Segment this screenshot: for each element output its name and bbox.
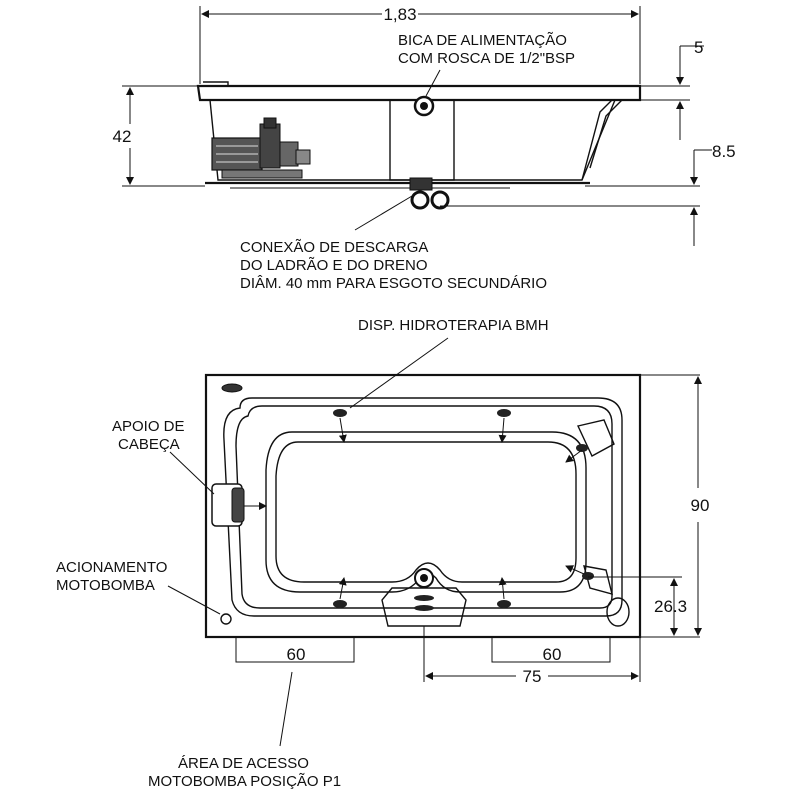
headrest (211, 483, 267, 527)
width-dim-text: 1,83 (383, 5, 416, 24)
dim-8-5-text: 8.5 (712, 142, 736, 161)
basin-outer (223, 397, 623, 617)
drain-label: CONEXÃO DE DESCARGA DO LADRÃO E DO DRENO… (240, 195, 547, 292)
headrest-label: APOIO DE CABEÇA (112, 418, 215, 495)
motor-pump (211, 117, 311, 179)
access-label-line2: MOTOBOMBA POSIÇÃO P1 (148, 773, 341, 790)
spout-label-line1: BICA DE ALIMENTAÇÃO (398, 32, 567, 49)
offset-dimension: 26.3 (588, 576, 687, 636)
dim-26-3-text: 26.3 (654, 597, 687, 616)
side-view: 1,83 (113, 5, 736, 292)
right-dimensions: 5 8.5 (440, 38, 736, 246)
hydro-jets (333, 409, 615, 608)
headrest-label-line1: APOIO DE (112, 418, 185, 435)
dim-90-text: 90 (691, 496, 710, 515)
dim-60-right-text: 60 (543, 645, 562, 664)
spout-label-line2: COM ROSCA DE 1/2"BSP (398, 50, 575, 67)
drain-label-line2: DO LADRÃO E DO DRENO (240, 257, 428, 274)
drain-label-line3: DIÂM. 40 mm PARA ESGOTO SECUNDÁRIO (240, 275, 547, 292)
spout-fitting (413, 95, 435, 117)
dim-75-text: 75 (523, 667, 542, 686)
basin-inner (265, 431, 587, 593)
pump-switch-label: ACIONAMENTO MOTOBOMBA (56, 559, 221, 615)
pump-switch-button (220, 613, 232, 625)
overflow-opening (606, 597, 630, 627)
top-view: DISP. HIDROTERAPIA BMH APOIO DE CABEÇA A… (56, 317, 709, 790)
top-height-dimension: 90 (640, 374, 710, 638)
brand-logo (221, 383, 243, 393)
spout-label: BICA DE ALIMENTAÇÃO COM ROSCA DE 1/2"BSP (398, 32, 575, 97)
pump-switch-label-line1: ACIONAMENTO (56, 559, 167, 576)
headrest-label-line2: CABEÇA (118, 436, 180, 453)
basin-inner-rim (275, 441, 577, 583)
access-area-label: ÁREA DE ACESSO MOTOBOMBA POSIÇÃO P1 (148, 671, 341, 790)
drain-label-line1: CONEXÃO DE DESCARGA (240, 239, 428, 256)
access-label-line1: ÁREA DE ACESSO (178, 755, 309, 772)
drain-connector (409, 177, 450, 210)
height-dim-text: 42 (113, 127, 132, 146)
pump-switch-label-line2: MOTOBOMBA (56, 577, 155, 594)
tub-outline (204, 373, 642, 639)
dim-60-left-text: 60 (287, 645, 306, 664)
access-area-dimensions: 60 60 75 (235, 626, 641, 686)
height-dimension: 42 (113, 85, 205, 187)
width-dimension: 1,83 (199, 5, 641, 84)
drain-fitting (381, 568, 467, 627)
hydro-label: DISP. HIDROTERAPIA BMH (349, 317, 549, 409)
hydro-label-text: DISP. HIDROTERAPIA BMH (358, 317, 549, 334)
dim-5-text: 5 (694, 38, 703, 57)
